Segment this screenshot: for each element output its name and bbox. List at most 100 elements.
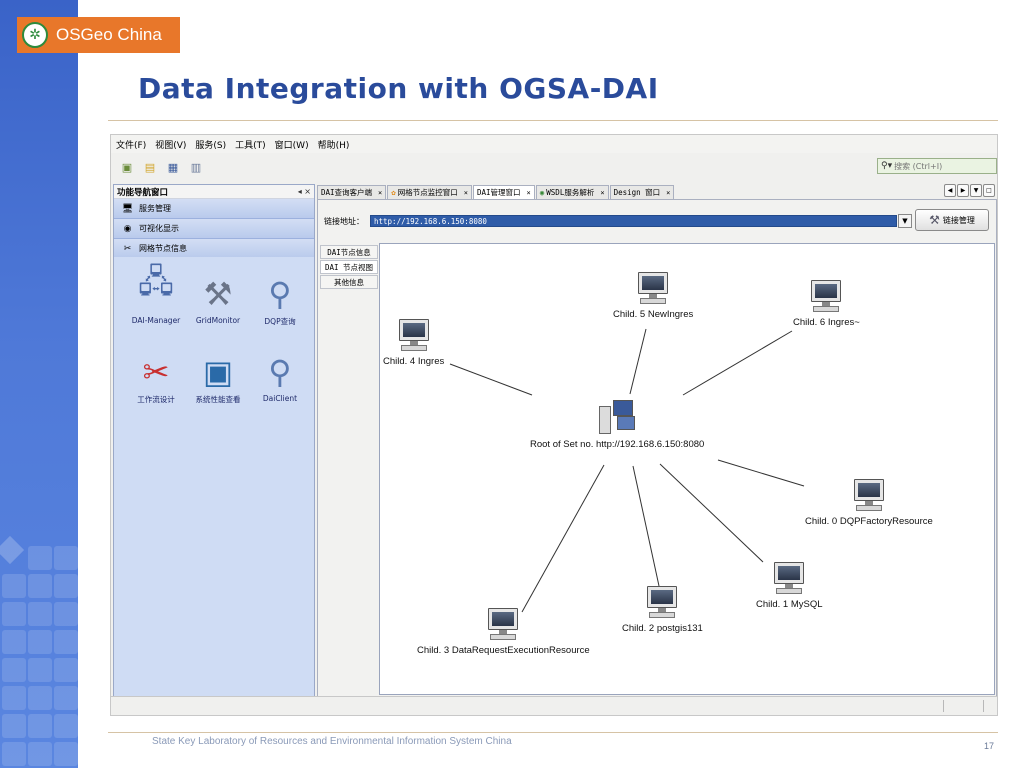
footer-divider [108,732,998,733]
tool-dai-client[interactable]: ⚲ DaiClient [248,345,312,403]
close-icon[interactable]: × [463,188,468,197]
nav-header: 功能导航窗口 ◂ × [114,185,314,199]
osgeo-compass-icon: ✲ [22,22,48,48]
graph-node-child-3[interactable]: Child. 3 DataRequestExecutionResource [417,608,590,656]
editor-tabs: DAI查询客户端 × ✿网格节点监控窗口 × DAI管理窗口 × ◉WSDL服务解析×… [317,184,997,199]
tab-label: Design 窗口 [613,188,661,197]
edge-child-5 [629,328,647,395]
nav-tools-panel: 🖧 DAI-Manager ⚒ GridMonitor ⚲ DQP查询 ✂ 工作… [114,257,314,697]
tool-grid-monitor[interactable]: ⚒ GridMonitor [186,267,250,325]
tab-list-icon[interactable]: ▼ [970,184,982,197]
new-project-icon[interactable]: ▣ [121,160,133,174]
nav-section-visual[interactable]: ◉ 可视化显示 [114,219,314,239]
tool-label: DaiClient [262,394,298,403]
menu-tools[interactable]: 工具(T) [235,140,266,151]
tab-grid-node-monitor[interactable]: ✿网格节点监控窗口 × [387,185,472,199]
nav-section-label: 服务管理 [139,204,171,213]
open-folder-icon[interactable]: ▤ [144,160,156,174]
menu-view[interactable]: 视图(V) [155,140,187,151]
computer-icon [853,479,884,513]
menu-window[interactable]: 窗口(W) [274,140,309,151]
edge-child-6 [682,330,793,396]
menu-help[interactable]: 帮助(H) [317,140,350,151]
edge-child-2 [632,465,660,587]
menu-service[interactable]: 服务(S) [195,140,227,151]
save-all-icon[interactable]: ▥ [190,160,202,174]
computer-icon [638,272,669,306]
tab-design-window[interactable]: Design 窗口 × [609,185,675,199]
graph-edges [449,328,805,613]
search-box: ⚲▾ [877,158,997,174]
edge-child-4 [449,363,533,396]
graph-node-child-1[interactable]: Child. 1 MySQL [756,562,823,610]
nav-section-service[interactable]: 🖥 服务管理 [114,199,314,219]
computer-icon [398,319,429,353]
tab-dai-management[interactable]: DAI管理窗口 × [473,185,535,199]
edge-child-0 [717,459,805,487]
scroll-right-icon[interactable]: ▶ [957,184,969,197]
flower-icon: ✿ [391,188,396,197]
tool-dai-manager[interactable]: 🖧 DAI-Manager [124,262,188,325]
nav-controls[interactable]: ◂ × [297,187,311,196]
tab-wsdl-parse[interactable]: ◉WSDL服务解析× [535,185,609,199]
monitor-icon: ▣ [202,353,234,391]
tool-workflow-design[interactable]: ✂ 工作流设计 [124,345,188,405]
graph-node-child-4[interactable]: Child. 4 Ingres [383,319,444,367]
scroll-left-icon[interactable]: ◀ [944,184,956,197]
close-icon[interactable]: × [526,188,531,197]
osgeo-logo: ✲ OSGeo China [17,17,180,53]
subtab-other-info[interactable]: 其他信息 [320,275,378,289]
graph-node-child-2[interactable]: Child. 2 postgis131 [622,586,703,634]
url-row: 链接地址： http://192.168.6.150:8080 ▼ [324,214,912,228]
tool-system-performance[interactable]: ▣ 系统性能查看 [186,345,250,405]
restore-icon[interactable]: □ [983,184,995,197]
sub-tabs: DAI节点信息 DAI 节点视图 其他信息 [320,245,378,290]
subtab-dai-node-view[interactable]: DAI 节点视图 [320,260,378,274]
computer-icon [774,562,805,596]
close-icon[interactable]: × [378,188,383,197]
footer-text: State Key Laboratory of Resources and En… [152,736,512,747]
save-icon[interactable]: ▦ [167,160,179,174]
graph-node-child-6[interactable]: Child. 6 Ingres~ [793,280,860,328]
tab-label: DAI查询客户端 [321,188,373,197]
search-icon[interactable]: ⚲▾ [881,161,893,171]
graph-node-child-0[interactable]: Child. 0 DQPFactoryResource [805,479,933,527]
tab-label: DAI管理窗口 [477,188,521,197]
scissors-icon: ✂ [142,353,170,391]
computer-icon [811,280,842,314]
app-window: 文件(F) 视图(V) 服务(S) 工具(T) 窗口(W) 帮助(H) ▣ ▤ … [110,134,998,716]
graph-node-child-5[interactable]: Child. 5 NewIngres [613,272,693,320]
search-input[interactable] [892,161,991,171]
graph-root-node[interactable]: Root of Set no. http://192.168.6.150:808… [530,400,704,450]
logo-text: OSGeo China [56,25,162,44]
nav-title: 功能导航窗口 [117,187,169,198]
computer-icon [647,586,678,620]
tool-label: GridMonitor [195,316,241,325]
page-number: 17 [984,741,995,751]
tab-dai-query-client[interactable]: DAI查询客户端 × [317,185,387,199]
node-label: Child. 0 DQPFactoryResource [805,516,933,527]
computer-icon [488,608,519,642]
status-separator [983,700,984,712]
tools-icon: ⚒ [203,275,233,313]
url-combobox[interactable]: http://192.168.6.150:8080 [370,215,897,227]
node-label: Child. 3 DataRequestExecutionResource [417,645,590,656]
slide-left-bar [0,0,78,768]
menu-file[interactable]: 文件(F) [116,140,147,151]
tool-dqp-query[interactable]: ⚲ DQP查询 [248,267,312,327]
chevron-down-icon[interactable]: ▼ [898,214,912,228]
close-icon[interactable]: × [666,188,671,197]
node-graph-canvas: Root of Set no. http://192.168.6.150:808… [379,243,995,695]
tab-label: 网格节点监控窗口 [397,188,458,197]
server-group-icon [599,400,636,436]
nav-section-grid[interactable]: ✂ 网格节点信息 [114,239,314,259]
link-manage-button[interactable]: ⚒ 链接管理 [915,209,989,231]
nav-panel: 功能导航窗口 ◂ × 🖥 服务管理 ◉ 可视化显示 ✂ 网格节点信息 🖧 DAI… [113,184,315,697]
tool-label: DQP查询 [264,317,296,326]
node-label: Child. 6 Ingres~ [793,317,860,328]
globe-icon: ◉ [539,188,545,197]
close-icon[interactable]: × [600,188,605,197]
subtab-dai-node-info[interactable]: DAI节点信息 [320,245,378,259]
magnifier-icon: ⚲ [268,353,292,391]
server-icon: 🖧 [138,262,174,300]
